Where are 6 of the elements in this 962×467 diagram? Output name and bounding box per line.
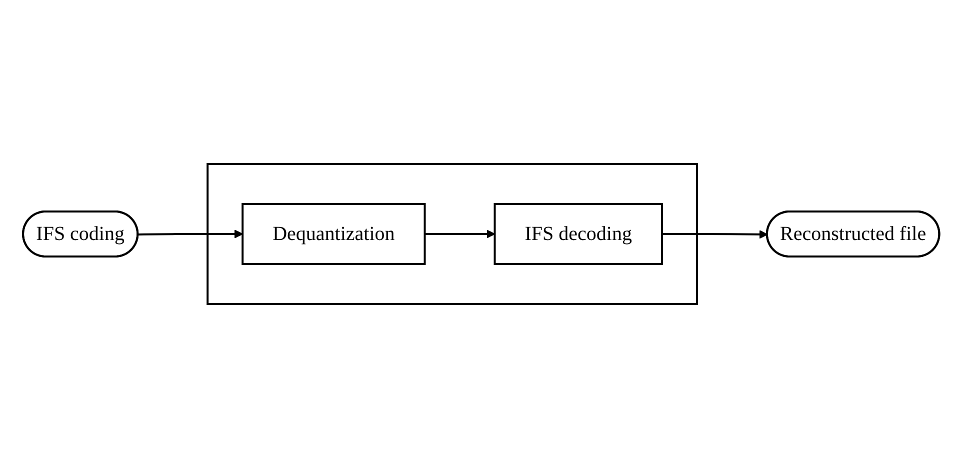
cluster xyxy=(206,162,698,304)
node-box: IFS decoding xyxy=(494,202,663,264)
arrow xyxy=(424,229,496,238)
arrow xyxy=(662,229,768,238)
arrow xyxy=(138,229,243,238)
node-box: Dequantization xyxy=(241,202,426,264)
